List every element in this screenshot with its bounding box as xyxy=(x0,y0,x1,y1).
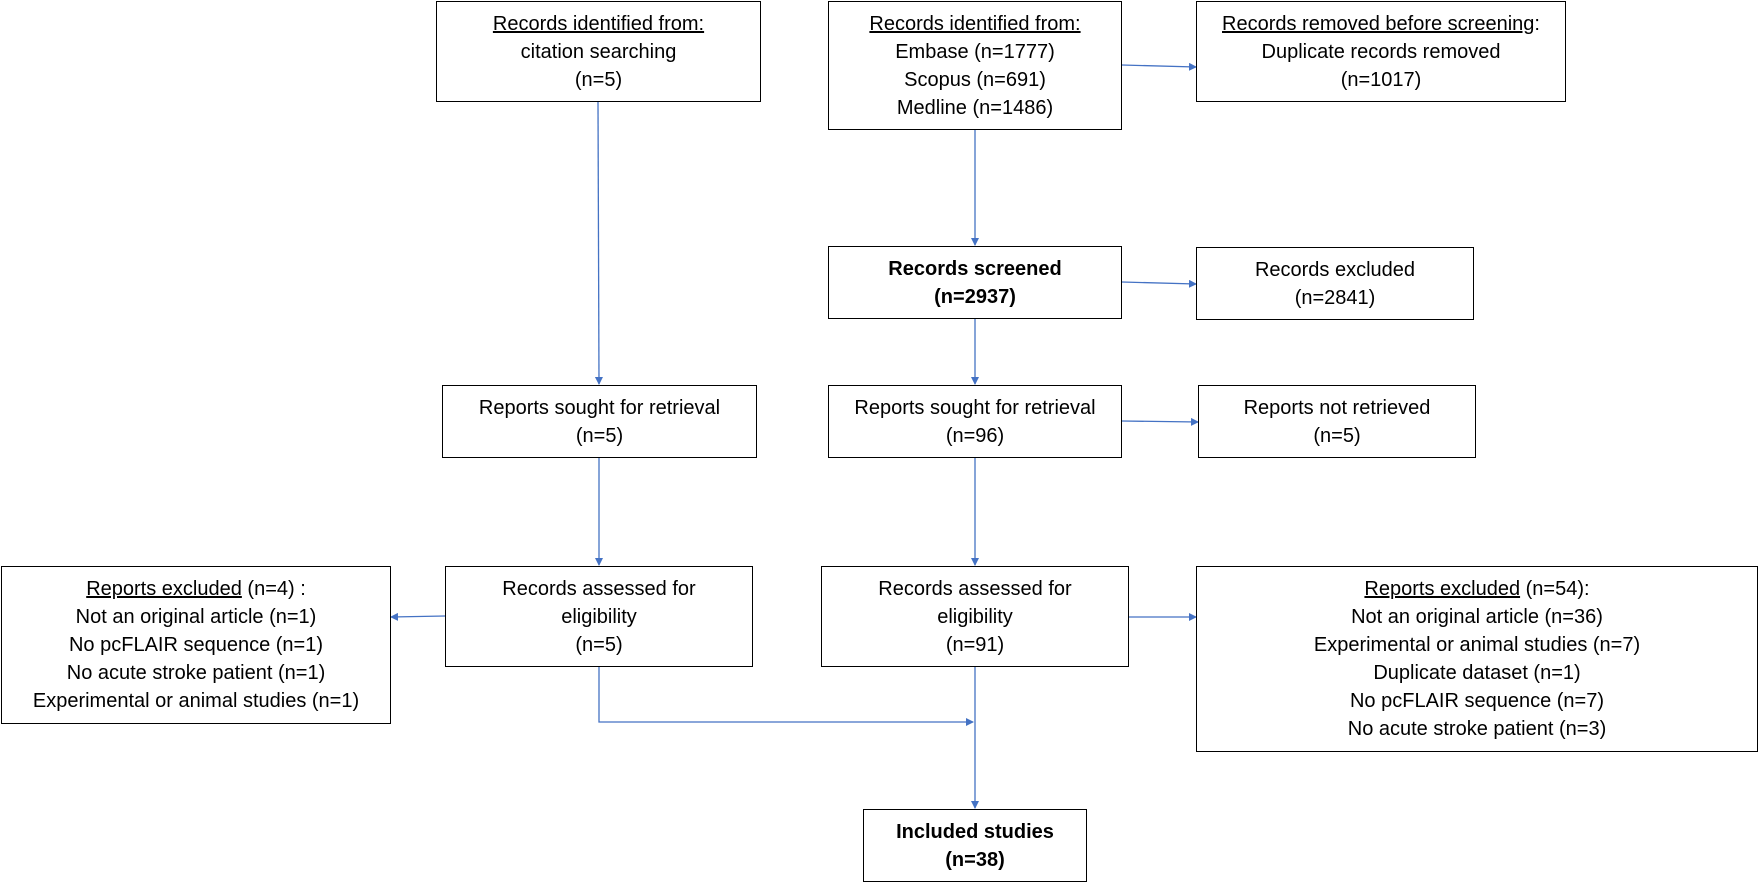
included-studies-count: (n=38) xyxy=(945,848,1005,871)
database-sought-label: Reports sought for retrieval xyxy=(854,396,1096,419)
database-assessed-line1: Records assessed for xyxy=(878,577,1072,600)
citation-excluded-reason: Not an original article (n=1) xyxy=(75,606,317,628)
database-identified-heading: Records identified from: xyxy=(869,12,1081,35)
database-assessed-line2: eligibility xyxy=(937,605,1013,628)
database-excluded-box: Reports excluded (n=54): Not an original… xyxy=(1196,566,1758,752)
citation-excluded-reason: No acute stroke patient (n=1) xyxy=(66,662,326,684)
database-excluded-heading-line: Reports excluded (n=54): xyxy=(1364,575,1589,603)
not-retrieved-label: Reports not retrieved xyxy=(1243,396,1431,419)
not-retrieved-box: Reports not retrieved (n=5) xyxy=(1198,385,1476,458)
database-excluded-heading: Reports excluded xyxy=(1364,578,1521,600)
arrow-db-to-removed xyxy=(1121,62,1197,71)
citation-sought-count: (n=5) xyxy=(575,424,624,447)
database-excluded-reason: Not an original article (n=36) xyxy=(1351,606,1603,628)
citation-assessed-box: Records assessed for eligibility (n=5) xyxy=(445,566,753,667)
citation-sought-label: Reports sought for retrieval xyxy=(478,396,721,419)
citation-excluded-reason: No pcFLAIR sequence (n=1) xyxy=(68,634,324,656)
removed-count: (n=1017) xyxy=(1340,68,1422,91)
included-studies-box: Included studies (n=38) xyxy=(863,809,1087,882)
citation-identified-count: (n=5) xyxy=(574,68,623,91)
records-screened-count: (n=2937) xyxy=(934,285,1016,308)
citation-assessed-count: (n=5) xyxy=(575,633,623,656)
arrow-citation-to-sought xyxy=(594,101,603,385)
arrow-sought-to-not-retrieved xyxy=(1121,417,1199,426)
database-identified-box: Records identified from: Embase (n=1777)… xyxy=(828,1,1122,130)
database-excluded-reason: No acute stroke patient (n=3) xyxy=(1347,718,1607,740)
database-assessed-count: (n=91) xyxy=(945,633,1005,656)
not-retrieved-count: (n=5) xyxy=(1313,424,1361,447)
database-excluded-reason: Experimental or animal studies (n=7) xyxy=(1313,634,1641,656)
arrow-screened-to-excluded xyxy=(1121,279,1197,288)
removed-before-screening-box: Records removed before screening: Duplic… xyxy=(1196,1,1566,102)
citation-assessed-line1: Records assessed for xyxy=(502,577,696,600)
database-assessed-box: Records assessed for eligibility (n=91) xyxy=(821,566,1129,667)
citation-excluded-box: Reports excluded (n=4) : Not an original… xyxy=(1,566,391,724)
records-excluded-label: Records excluded xyxy=(1254,258,1416,281)
removed-heading-suffix: : xyxy=(1534,12,1540,35)
database-excluded-heading-count: (n=54): xyxy=(1520,578,1590,600)
citation-sought-box: Reports sought for retrieval (n=5) xyxy=(442,385,757,458)
citation-identified-box: Records identified from: citation search… xyxy=(436,1,761,102)
citation-excluded-heading-count: (n=4) : xyxy=(241,578,306,600)
records-excluded-count: (n=2841) xyxy=(1294,286,1376,309)
database-sought-box: Reports sought for retrieval (n=96) xyxy=(828,385,1122,458)
records-screened-label: Records screened xyxy=(888,257,1062,280)
scopus-count: Scopus (n=691) xyxy=(904,68,1046,91)
database-excluded-reason: Duplicate dataset (n=1) xyxy=(1373,662,1581,684)
records-screened-box: Records screened (n=2937) xyxy=(828,246,1122,319)
citation-excluded-heading-line: Reports excluded (n=4) : xyxy=(86,575,306,603)
database-sought-count: (n=96) xyxy=(945,424,1005,447)
removed-heading: Records removed before screening xyxy=(1222,12,1535,35)
arrow-citation-assessed-to-excluded xyxy=(390,612,446,621)
citation-excluded-reason: Experimental or animal studies (n=1) xyxy=(32,690,360,712)
records-excluded-box: Records excluded (n=2841) xyxy=(1196,247,1474,320)
citation-assessed-line2: eligibility xyxy=(561,605,637,628)
embase-count: Embase (n=1777) xyxy=(895,40,1055,63)
citation-excluded-heading: Reports excluded xyxy=(86,578,242,600)
removed-heading-line: Records removed before screening: xyxy=(1222,10,1540,38)
arrow-citation-assessed-to-included xyxy=(598,667,974,726)
citation-identified-source: citation searching xyxy=(520,40,677,63)
database-excluded-reason: No pcFLAIR sequence (n=7) xyxy=(1349,690,1605,712)
medline-count: Medline (n=1486) xyxy=(896,96,1054,119)
citation-identified-heading: Records identified from: xyxy=(492,12,705,35)
included-studies-label: Included studies xyxy=(896,820,1054,843)
removed-reason: Duplicate records removed xyxy=(1261,40,1501,63)
